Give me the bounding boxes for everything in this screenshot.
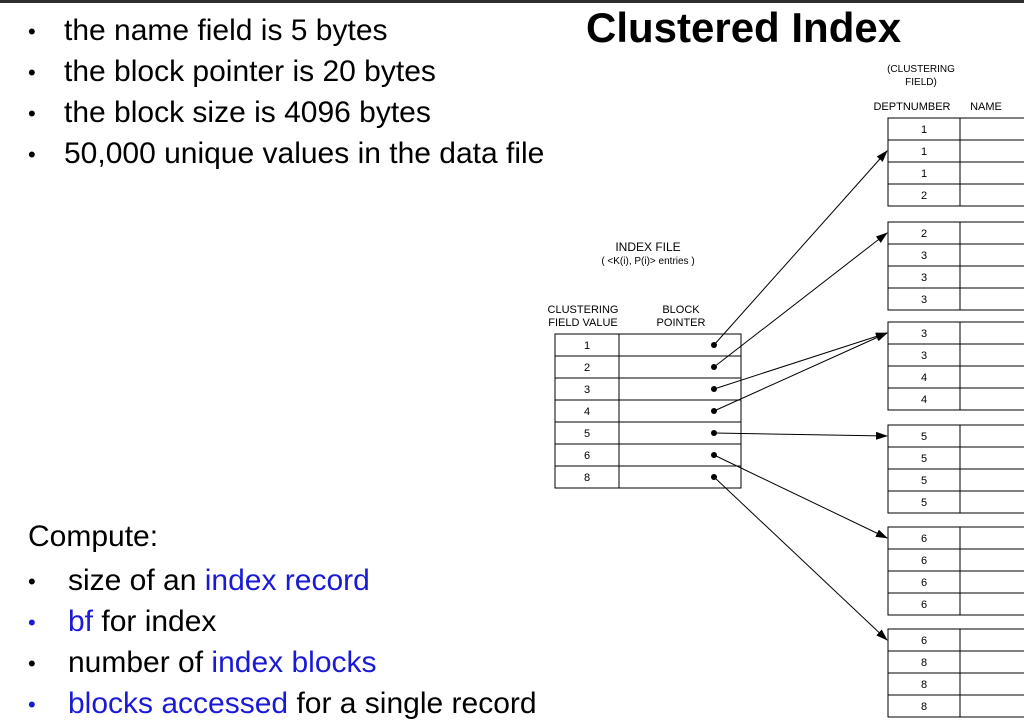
- data-record-dept-value: 6: [921, 533, 927, 545]
- fact-item: • the block size is 4096 bytes: [28, 92, 544, 133]
- task-highlight: blocks accessed: [68, 687, 289, 720]
- index-key-value: 8: [584, 472, 590, 484]
- bullet-dot-icon: •: [28, 569, 36, 594]
- task-item: • bf for index: [28, 601, 537, 642]
- tasks-list: • size of an index record • bf for index •…: [28, 560, 537, 724]
- data-record-dept-value: 1: [921, 146, 927, 158]
- data-block: 3 3 4 4: [887, 321, 1024, 411]
- task-highlight: index record: [204, 564, 370, 597]
- facts-list: • the name field is 5 bytes • the block po…: [28, 10, 544, 174]
- fact-text: the name field is 5 bytes: [64, 14, 388, 47]
- pointer-arrow: [713, 150, 888, 346]
- task-item: • size of an index record: [28, 560, 537, 601]
- pointer-arrow: [713, 431, 888, 440]
- data-blocks: 1 1 1 2 2 3 3 3 3 3 4 4 5 5 5 5 6 6 6 6 6 8 8 8: [887, 117, 1024, 718]
- data-block: 1 1 1 2: [887, 117, 1024, 207]
- data-record-dept-value: 4: [921, 372, 927, 384]
- index-col-value-header-line2: FIELD VALUE: [548, 317, 618, 329]
- data-record-dept-value: 8: [921, 679, 927, 691]
- data-col-dept-header: DEPTNUMBER: [873, 101, 950, 113]
- fact-item: • 50,000 unique values in the data file: [28, 133, 544, 174]
- task-text-part: for a single record: [288, 687, 537, 720]
- bullet-dot-icon: •: [28, 101, 36, 126]
- task-item: • blocks accessed for a single record: [28, 683, 537, 724]
- slide-title: Clustered Index: [586, 4, 902, 51]
- task-text-part: for index: [93, 605, 217, 638]
- fact-text: the block pointer is 20 bytes: [64, 55, 436, 88]
- data-record-dept-value: 5: [921, 453, 927, 465]
- task-item: • number of index blocks: [28, 642, 537, 683]
- index-file-label: INDEX FILE: [615, 240, 680, 254]
- data-record-dept-value: 2: [921, 190, 927, 202]
- bullet-dot-icon: •: [28, 651, 36, 676]
- data-block: 5 5 5 5: [887, 424, 1024, 514]
- index-key-value: 1: [584, 340, 590, 352]
- task-highlight: bf: [68, 605, 94, 638]
- top-border: [0, 0, 1024, 3]
- index-table: 1 2 3 4 5 6 8: [554, 333, 742, 489]
- data-record-dept-value: 1: [921, 124, 927, 136]
- fact-text: the block size is 4096 bytes: [64, 96, 431, 129]
- task-text-part: size of an: [68, 564, 205, 597]
- bullet-dot-icon: •: [28, 610, 36, 635]
- data-record-dept-value: 3: [921, 272, 927, 284]
- pointer-arrow: [713, 232, 888, 368]
- index-col-pointer-header-line1: BLOCK: [662, 304, 700, 316]
- index-key-value: 4: [584, 406, 590, 418]
- data-record-dept-value: 6: [921, 577, 927, 589]
- data-col-name-header: NAME: [970, 101, 1002, 113]
- data-record-dept-value: 6: [921, 555, 927, 567]
- pointer-arrow: [713, 332, 888, 412]
- bullet-dot-icon: •: [28, 60, 36, 85]
- data-record-dept-value: 6: [921, 599, 927, 611]
- fact-text: 50,000 unique values in the data file: [64, 137, 545, 170]
- bullet-dot-icon: •: [28, 19, 36, 44]
- bullet-dot-icon: •: [28, 692, 36, 717]
- index-key-value: 3: [584, 384, 590, 396]
- index-key-value: 6: [584, 450, 590, 462]
- data-record-dept-value: 2: [921, 228, 927, 240]
- pointer-arrows: [713, 150, 888, 641]
- fact-item: • the name field is 5 bytes: [28, 10, 544, 51]
- index-col-pointer-header-line2: POINTER: [657, 317, 706, 329]
- data-record-dept-value: 8: [921, 701, 927, 713]
- data-record-dept-value: 4: [921, 394, 927, 406]
- compute-heading: Compute:: [28, 520, 159, 553]
- index-table-border: [554, 333, 742, 489]
- task-highlight: index blocks: [211, 646, 377, 679]
- data-record-dept-value: 8: [921, 657, 927, 669]
- clustering-field-label-line1: (CLUSTERING: [887, 64, 955, 75]
- data-block: 6 8 8 8: [887, 628, 1024, 718]
- fact-item: • the block pointer is 20 bytes: [28, 51, 544, 92]
- pointer-arrow: [713, 454, 888, 539]
- data-block: 6 6 6 6: [887, 526, 1024, 616]
- data-record-dept-value: 1: [921, 168, 927, 180]
- data-record-dept-value: 5: [921, 475, 927, 487]
- index-col-value-header-line1: CLUSTERING: [548, 304, 619, 316]
- index-key-value: 2: [584, 362, 590, 374]
- data-record-dept-value: 5: [921, 497, 927, 509]
- bullet-dot-icon: •: [28, 142, 36, 167]
- pointer-arrow: [713, 476, 888, 641]
- clustering-field-label-line2: FIELD): [905, 77, 937, 88]
- data-block: 2 3 3 3: [887, 221, 1024, 311]
- data-record-dept-value: 6: [921, 635, 927, 647]
- data-record-dept-value: 5: [921, 431, 927, 443]
- data-record-dept-value: 3: [921, 294, 927, 306]
- data-record-dept-value: 3: [921, 250, 927, 262]
- data-record-dept-value: 3: [921, 350, 927, 362]
- task-text-part: number of: [68, 646, 212, 679]
- index-key-value: 5: [584, 428, 590, 440]
- pointer-arrow: [713, 332, 888, 390]
- data-record-dept-value: 3: [921, 328, 927, 340]
- index-file-sublabel: ( <K(i), P(i)> entries ): [601, 256, 694, 267]
